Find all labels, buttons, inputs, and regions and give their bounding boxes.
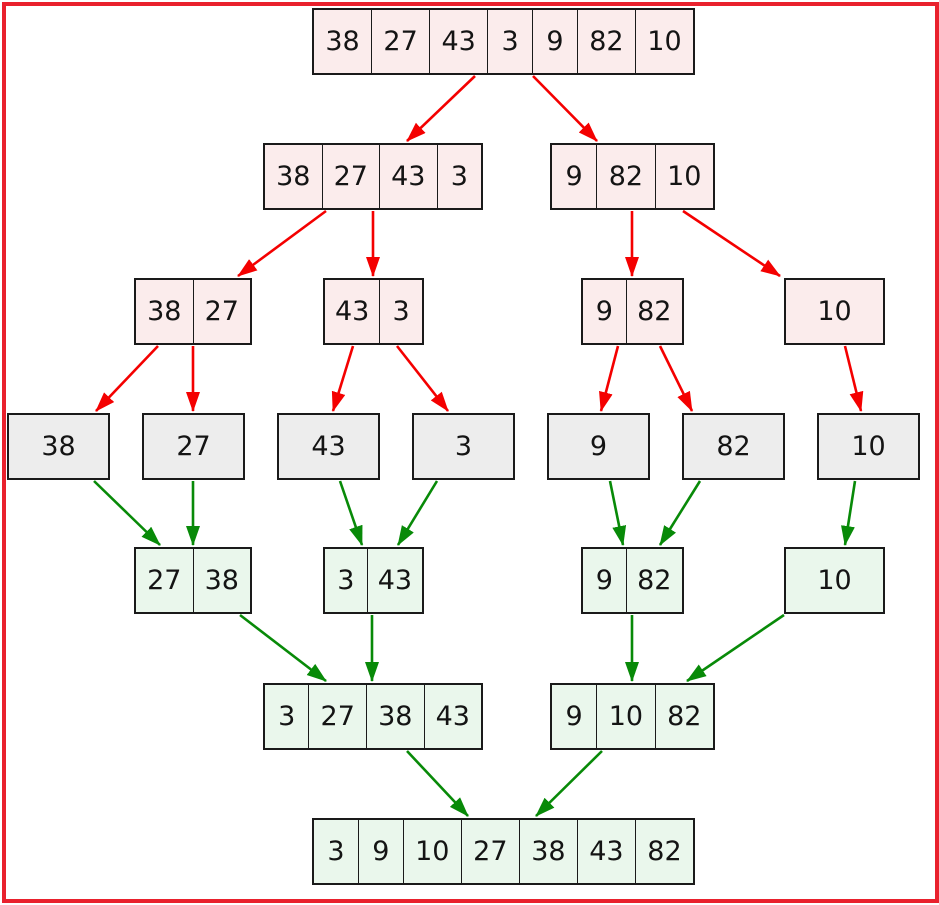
array-node-leaf-10: 10 [817, 413, 920, 480]
array-cell: 9 [583, 280, 627, 343]
array-cell: 82 [716, 431, 751, 462]
array-cell: 43 [311, 431, 346, 462]
array-cell: 27 [176, 431, 211, 462]
merge-arrow [93, 480, 161, 546]
array-node-merge-9-82: 9 82 [581, 547, 684, 614]
array-cell: 43 [430, 10, 489, 73]
merge-arrow [658, 480, 702, 546]
array-cell: 38 [314, 10, 373, 73]
array-cell: 10 [817, 296, 852, 327]
array-cell: 3 [392, 296, 410, 327]
array-node-leaf-9: 9 [547, 413, 650, 480]
array-cell: 38 [520, 820, 578, 883]
array-cell: 27 [372, 10, 431, 73]
array-node-merge-10: 10 [784, 547, 885, 614]
array-cell: 9 [533, 10, 578, 73]
array-cell: 38 [136, 280, 194, 343]
array-node-leaf-43: 43 [277, 413, 380, 480]
array-cell: 38 [265, 145, 323, 208]
array-node-pair-9-82: 9 82 [581, 278, 684, 345]
array-cell: 27 [309, 685, 367, 748]
array-cell: 3 [450, 161, 468, 192]
array-cell: 38 [204, 565, 239, 596]
split-arrow [406, 75, 476, 142]
array-node-single-10: 10 [784, 278, 885, 345]
array-cell: 3 [265, 685, 310, 748]
array-cell: 43 [380, 145, 438, 208]
split-arrow [658, 345, 694, 412]
array-cell: 43 [578, 820, 636, 883]
array-cell: 43 [325, 280, 381, 343]
array-cell: 43 [435, 701, 470, 732]
array-cell: 82 [597, 145, 656, 208]
merge-arrow [841, 480, 857, 546]
array-cell: 3 [488, 10, 534, 73]
array-cell: 3 [454, 431, 473, 462]
split-arrow [682, 209, 781, 278]
array-cell: 10 [647, 26, 682, 57]
array-cell: 82 [578, 10, 636, 73]
array-cell: 9 [359, 820, 404, 883]
split-arrow [532, 75, 598, 142]
array-cell: 82 [667, 701, 702, 732]
array-cell: 27 [323, 145, 381, 208]
merge-arrow [608, 480, 627, 546]
split-arrow [95, 345, 159, 412]
array-cell: 27 [204, 296, 239, 327]
array-cell: 10 [597, 685, 656, 748]
array-cell: 10 [404, 820, 462, 883]
split-arrow [237, 209, 327, 278]
array-cell: 82 [637, 296, 672, 327]
array-cell: 38 [367, 685, 425, 748]
array-cell: 9 [552, 145, 598, 208]
array-cell: 3 [325, 549, 368, 612]
array-node-pair-38-27: 38 27 [134, 278, 252, 345]
array-node-pair-43-3: 43 3 [323, 278, 424, 345]
merge-arrow [338, 480, 364, 546]
array-node-leaf-3: 3 [412, 413, 515, 480]
array-cell: 10 [851, 431, 886, 462]
merge-arrow [686, 613, 785, 683]
array-node-leaf-82: 82 [682, 413, 785, 480]
merge-arrow [406, 750, 469, 817]
array-cell: 27 [462, 820, 520, 883]
array-cell: 43 [377, 565, 413, 596]
array-cell: 38 [41, 431, 76, 462]
array-cell: 9 [589, 431, 608, 462]
array-node-leaf-27: 27 [142, 413, 245, 480]
array-cell: 9 [552, 685, 598, 748]
split-arrow [331, 345, 355, 412]
array-cell: 10 [667, 161, 702, 192]
split-arrow [599, 345, 620, 412]
array-cell: 9 [583, 549, 627, 612]
array-cell: 82 [647, 836, 682, 867]
merge-arrow [396, 480, 439, 546]
array-cell: 3 [314, 820, 359, 883]
array-cell: 82 [637, 565, 672, 596]
split-arrow [843, 345, 864, 412]
merge-arrow [535, 750, 603, 817]
split-arrow [395, 345, 450, 412]
array-node-merge-3-43: 3 43 [323, 547, 424, 614]
array-node-merge-27-38: 27 38 [134, 547, 252, 614]
array-node-leaf-38: 38 [7, 413, 110, 480]
merge-arrow [239, 613, 327, 683]
array-cell: 27 [136, 549, 194, 612]
array-cell: 10 [817, 565, 852, 596]
